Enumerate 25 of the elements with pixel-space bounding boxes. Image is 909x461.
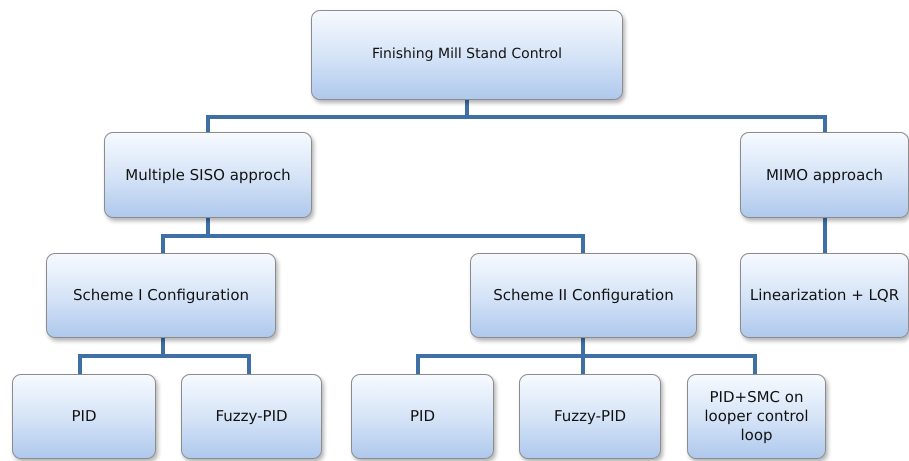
box-label: Finishing Mill Stand Control [372,46,562,64]
hierarchy-box [740,253,909,338]
box-label: Fuzzy-PID [554,407,626,426]
hierarchy-box [470,253,697,338]
hierarchy-box [12,374,156,459]
hierarchy-box [519,374,661,459]
box-label: Scheme II Configuration [493,286,674,305]
hierarchy-box [351,374,494,459]
box-label: MIMO approach [766,166,884,184]
box-label: Multiple SISO approch [125,166,291,184]
hierarchy-box [181,374,322,459]
connector-line [823,218,827,253]
hierarchy-box [687,374,826,459]
hierarchy-box [311,10,623,100]
box-label: PID [71,407,97,426]
hierarchy-box [104,132,312,218]
hierarchy-box [740,132,909,218]
connector-line [465,100,827,132]
box-label: Linearization + LQR [750,286,900,305]
hierarchy-box [46,253,276,338]
box-label: PID [410,407,436,426]
connector-line [206,218,585,253]
box-label: Scheme I Configuration [72,286,250,305]
box-label: Fuzzy-PID [215,407,288,426]
box-label: PID+SMC on looper control loop [703,388,810,445]
